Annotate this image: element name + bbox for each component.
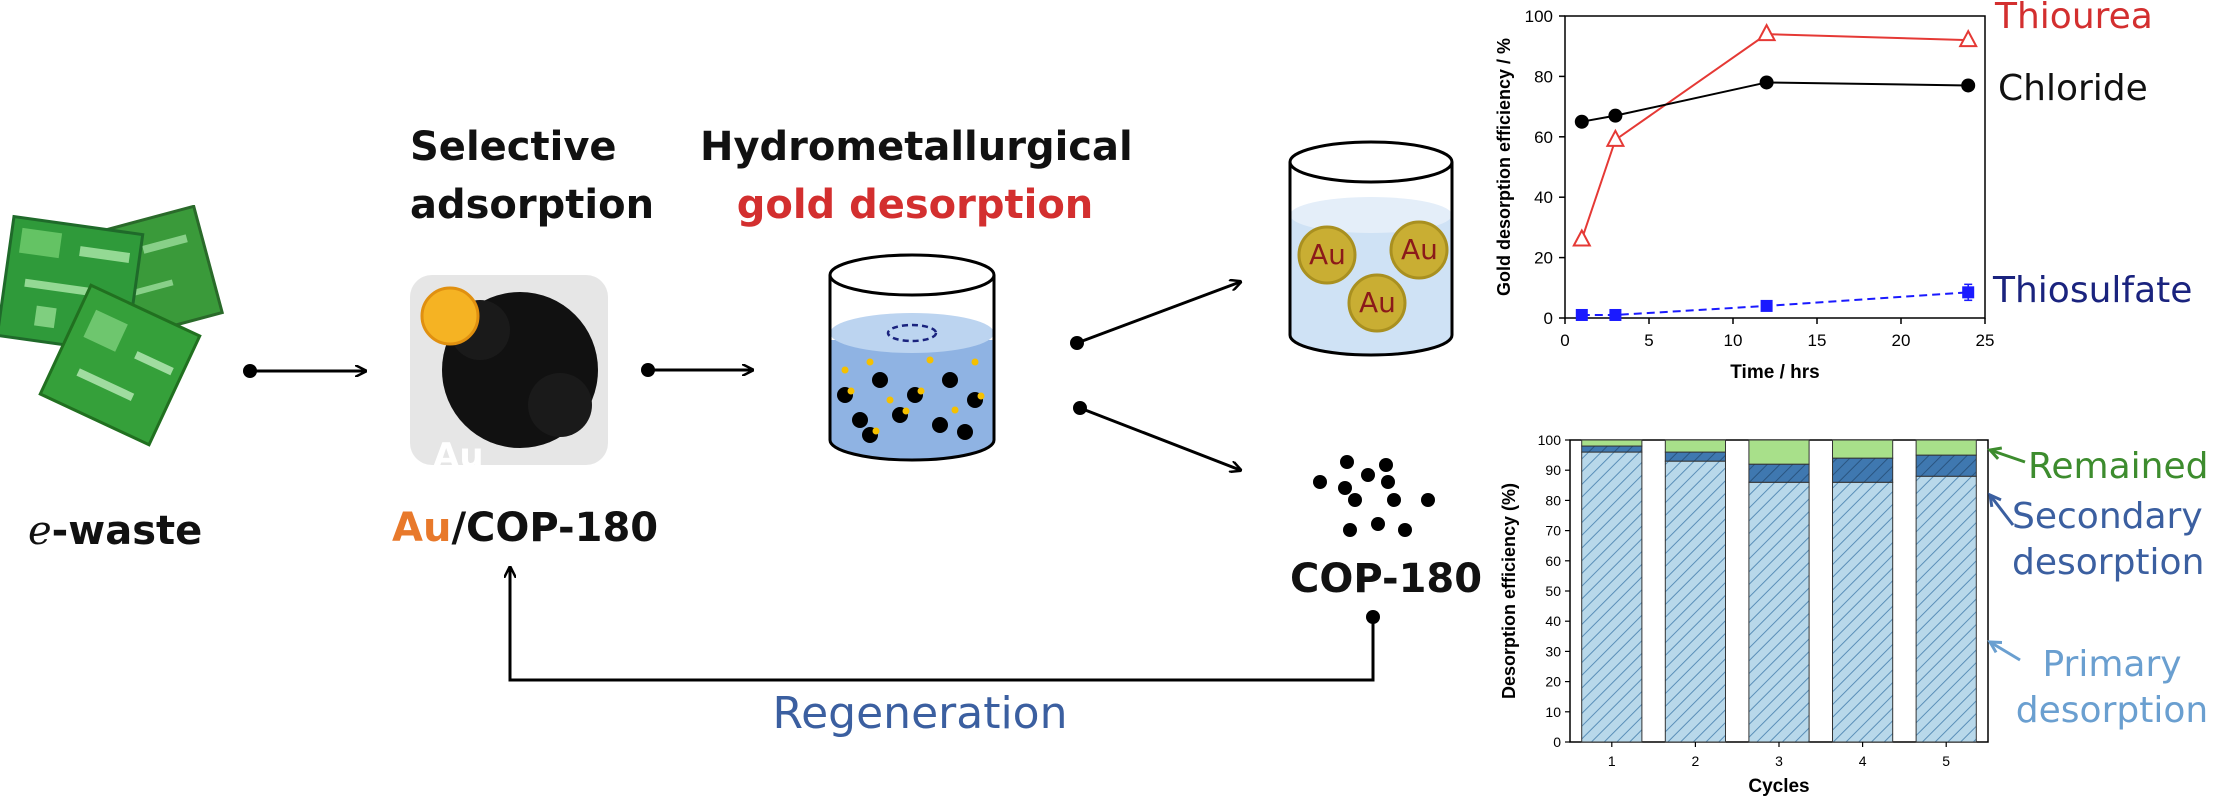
y-tick-label: 20 bbox=[1545, 674, 1561, 690]
y-axis-label: Gold desorption efficiency / % bbox=[1494, 38, 1514, 296]
pcb-boards-image bbox=[0, 205, 225, 447]
desorption-beaker bbox=[828, 253, 996, 462]
series-line-chloride bbox=[1581, 81, 1969, 123]
bar-segment bbox=[1748, 481, 1810, 743]
x-tick-label: 2 bbox=[1692, 753, 1700, 769]
gold-particle bbox=[1389, 220, 1449, 280]
bar-segment bbox=[1748, 439, 1810, 465]
bar-segment bbox=[1581, 451, 1643, 743]
arrow-to-cop bbox=[1079, 406, 1240, 470]
hydrometallurgical-title: Hydrometallurgical gold desorption bbox=[700, 124, 1133, 228]
gold-label-1: Au bbox=[1309, 238, 1346, 271]
data-point bbox=[1609, 308, 1622, 321]
plot-frame bbox=[1564, 15, 1986, 319]
x-tick-label: 4 bbox=[1859, 753, 1867, 769]
data-point bbox=[1574, 114, 1589, 129]
x-tick-label: 15 bbox=[1808, 331, 1827, 350]
legend-secondary: Secondary desorption bbox=[2012, 496, 2205, 583]
x-tick-label: 0 bbox=[1560, 331, 1569, 350]
y-tick-label: 80 bbox=[1534, 67, 1553, 86]
secondary-pointer-head bbox=[1988, 492, 2002, 508]
y-tick-label: 40 bbox=[1534, 188, 1553, 207]
remained-pointer-head bbox=[1987, 446, 2003, 460]
bar-segment bbox=[1581, 439, 1643, 447]
x-axis-label: Time / hrs bbox=[1730, 362, 1819, 383]
y-tick-label: 0 bbox=[1544, 309, 1553, 328]
x-tick-label: 1 bbox=[1608, 753, 1616, 769]
data-point bbox=[1575, 308, 1588, 321]
legend-primary: Primary desorption bbox=[2015, 644, 2209, 731]
au-cop-label: Au/COP-180 bbox=[392, 505, 659, 551]
data-point bbox=[1759, 75, 1774, 90]
data-point bbox=[1572, 228, 1592, 247]
cop-180-label: COP-180 bbox=[1290, 556, 1483, 602]
primary-pointer-head bbox=[1987, 640, 2003, 654]
x-tick-label: 5 bbox=[1644, 331, 1653, 350]
bar-segment bbox=[1832, 439, 1894, 459]
y-tick-label: 10 bbox=[1545, 704, 1561, 720]
data-point bbox=[1760, 299, 1773, 312]
legend-chloride: Chloride bbox=[1998, 68, 2148, 109]
y-tick-label: 70 bbox=[1545, 523, 1561, 539]
y-tick-label: 100 bbox=[1538, 432, 1562, 448]
gold-label-2: Au bbox=[1401, 233, 1438, 266]
bar-segment bbox=[1664, 460, 1726, 743]
ewaste-label: e-waste bbox=[28, 508, 203, 554]
y-tick-label: 30 bbox=[1545, 643, 1561, 659]
x-tick-label: 5 bbox=[1942, 753, 1950, 769]
au-badge-label: Au bbox=[433, 436, 484, 476]
y-tick-label: 80 bbox=[1545, 492, 1561, 508]
arrow-to-gold bbox=[1076, 282, 1240, 345]
y-tick-label: 40 bbox=[1545, 613, 1561, 629]
secondary-pointer bbox=[1988, 494, 2015, 526]
selective-adsorption-title: Selective adsorption bbox=[410, 124, 655, 228]
bar-segment bbox=[1664, 439, 1726, 453]
bar-segment bbox=[1581, 445, 1643, 453]
bar-segment bbox=[1915, 439, 1977, 456]
regeneration-arrow bbox=[510, 568, 1375, 682]
au-badge-circle bbox=[420, 286, 480, 346]
bar-segment bbox=[1748, 463, 1810, 483]
cop-particles bbox=[1313, 455, 1435, 537]
series-line-thiosulfate bbox=[1581, 291, 1969, 316]
bar-segment bbox=[1664, 451, 1726, 462]
y-tick-label: 90 bbox=[1545, 462, 1561, 478]
y-tick-label: 60 bbox=[1534, 128, 1553, 147]
x-tick-label: 25 bbox=[1976, 331, 1995, 350]
gold-particle bbox=[1347, 273, 1407, 333]
regeneration-label: Regeneration bbox=[772, 688, 1068, 739]
legend-thiosulfate: Thiosulfate bbox=[1993, 270, 2193, 311]
x-tick-label: 3 bbox=[1775, 753, 1783, 769]
y-tick-label: 0 bbox=[1553, 734, 1561, 750]
gold-beaker bbox=[1288, 140, 1454, 357]
data-point bbox=[1605, 128, 1626, 147]
bar-segment bbox=[1915, 454, 1977, 477]
data-point bbox=[1756, 22, 1777, 42]
x-axis-label: Cycles bbox=[1748, 776, 1809, 797]
primary-pointer bbox=[1989, 640, 2021, 662]
y-tick-label: 20 bbox=[1534, 249, 1553, 268]
legend-remained: Remained bbox=[2028, 446, 2209, 487]
data-point bbox=[1608, 108, 1623, 123]
y-tick-label: 100 bbox=[1525, 7, 1553, 26]
remained-pointer bbox=[1989, 448, 2026, 464]
data-point bbox=[1961, 78, 1976, 93]
gold-particle bbox=[1297, 225, 1357, 285]
bar-segment bbox=[1832, 457, 1894, 483]
gold-label-3: Au bbox=[1359, 286, 1396, 319]
y-tick-label: 50 bbox=[1545, 583, 1561, 599]
x-tick-label: 10 bbox=[1724, 331, 1743, 350]
process-diagram bbox=[243, 140, 1454, 682]
bar-segment bbox=[1832, 481, 1894, 743]
y-axis-label: Desorption efficiency (%) bbox=[1499, 483, 1519, 699]
series-line-thiourea bbox=[1580, 33, 1969, 240]
legend-thiourea: Thiourea bbox=[1995, 0, 2153, 37]
y-tick-label: 60 bbox=[1545, 553, 1561, 569]
x-tick-label: 20 bbox=[1892, 331, 1911, 350]
data-point bbox=[1958, 29, 1978, 48]
bar-segment bbox=[1915, 475, 1977, 743]
